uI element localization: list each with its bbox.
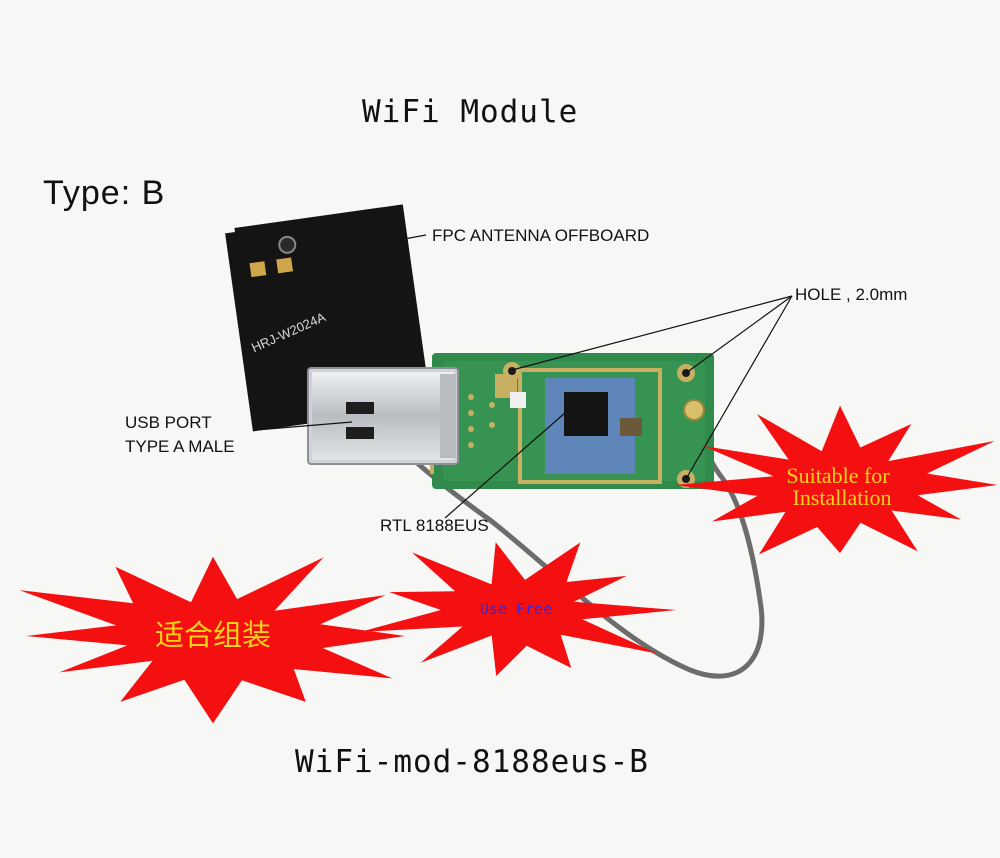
burst-suitable-line1: Suitable for	[786, 463, 890, 488]
page-title: WiFi Module	[362, 94, 579, 130]
ipex-connector	[683, 399, 705, 421]
usb-plug	[307, 367, 459, 465]
callout-fpc-antenna: FPC ANTENNA OFFBOARD	[432, 226, 650, 245]
pcb-board	[430, 353, 714, 489]
burst-chinese	[19, 556, 406, 724]
callout-usb-line2: TYPE A MALE	[125, 437, 235, 456]
callout-usb-line1: USB PORT	[125, 413, 212, 432]
burst-suitable-for-installation	[674, 405, 998, 555]
callout-hole: HOLE , 2.0mm	[795, 285, 908, 304]
burst-use-free-text: Use Free	[480, 600, 552, 618]
callout-chip: RTL 8188EUS	[380, 516, 489, 535]
callout-lines	[255, 234, 793, 519]
burst-chinese-text: 适合组装	[155, 618, 271, 652]
rtl8188eus-chip	[564, 392, 608, 436]
burst-suitable-line2: Installation	[793, 485, 892, 510]
burst-use-free	[359, 542, 677, 676]
model-name: WiFi-mod-8188eus-B	[295, 744, 649, 780]
type-label: Type: B	[43, 174, 166, 212]
